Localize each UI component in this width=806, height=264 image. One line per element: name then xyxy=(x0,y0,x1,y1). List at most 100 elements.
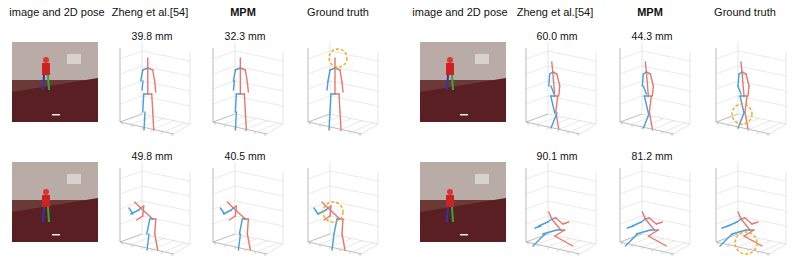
photo-marker xyxy=(52,234,60,236)
grid-line xyxy=(642,186,690,196)
photo-person-leg xyxy=(48,207,49,222)
grid-line xyxy=(738,162,739,234)
axis-tick xyxy=(340,250,341,252)
skeleton-bone xyxy=(334,68,335,94)
axis-line xyxy=(120,48,174,134)
skeleton-bone xyxy=(245,112,246,130)
grid-line xyxy=(526,96,548,104)
pose-plot xyxy=(213,162,283,256)
grid-line xyxy=(749,121,771,130)
photo-carpet xyxy=(420,198,506,242)
grid-line xyxy=(674,244,690,254)
axis-tick xyxy=(748,250,749,252)
axis-tick xyxy=(255,252,256,254)
grid-line xyxy=(664,123,686,132)
axis-tick xyxy=(568,252,569,254)
axis-line xyxy=(526,114,548,122)
axis-tick xyxy=(122,123,123,125)
highlight-circle xyxy=(735,232,757,254)
grid-line xyxy=(716,201,738,209)
grid-line xyxy=(570,243,592,252)
skeleton-bone xyxy=(738,113,744,128)
skeleton-bone xyxy=(143,206,144,216)
photo-person-body xyxy=(446,195,454,207)
skeleton-bone xyxy=(741,62,742,72)
skeleton-bone xyxy=(746,74,749,86)
grid-line xyxy=(526,66,548,74)
axis-tick xyxy=(360,134,361,136)
skeleton-bone xyxy=(648,236,666,246)
grid-line xyxy=(526,186,548,194)
grid-line xyxy=(770,124,786,134)
grid-line xyxy=(738,201,786,211)
grid-line xyxy=(548,51,596,61)
grid-line xyxy=(642,114,690,124)
grid-line xyxy=(246,121,268,130)
skeleton-bone xyxy=(240,58,241,68)
grid-line xyxy=(120,201,142,209)
skeleton-bone xyxy=(738,74,739,86)
skeleton-bone xyxy=(551,113,557,128)
skeleton-bone xyxy=(153,70,155,82)
axis-tick xyxy=(718,123,719,125)
axis-tick xyxy=(245,250,246,252)
grid-line xyxy=(786,172,787,244)
axis-tick xyxy=(152,130,153,132)
axis-tick xyxy=(122,243,123,245)
axis-tick xyxy=(528,243,529,245)
grid-line xyxy=(308,66,330,74)
grid-line xyxy=(642,51,690,61)
grid-line xyxy=(190,172,191,244)
photo-person-body xyxy=(446,63,454,75)
grid-line xyxy=(548,96,596,106)
grid-line xyxy=(142,66,190,76)
axis-tick xyxy=(350,132,351,134)
grid-line xyxy=(235,66,283,76)
skeleton-bone xyxy=(539,222,548,226)
grid-line xyxy=(653,121,675,130)
axis-tick xyxy=(768,134,769,136)
skeleton-bone xyxy=(642,74,643,86)
grid-line xyxy=(308,171,330,179)
skeleton-bone xyxy=(314,208,318,214)
grid-line xyxy=(738,51,786,61)
axis-tick xyxy=(235,247,236,249)
grid-line xyxy=(120,186,142,194)
grid-line xyxy=(378,172,379,244)
axis-tick xyxy=(152,250,153,252)
axis-tick xyxy=(330,247,331,249)
grid-line xyxy=(330,81,378,91)
grid-line xyxy=(142,238,164,246)
photo xyxy=(12,162,98,242)
skeleton-bone xyxy=(220,208,224,214)
grid-line xyxy=(142,51,190,61)
skeleton-bone xyxy=(142,81,143,90)
skeleton-bone xyxy=(238,234,240,250)
axis-tick xyxy=(162,132,163,134)
photo-person-head xyxy=(43,57,49,63)
grid-line xyxy=(224,236,246,244)
skeleton-bone xyxy=(147,68,148,94)
grid-line xyxy=(596,172,597,244)
grid-line xyxy=(690,172,691,244)
grid-line xyxy=(620,201,642,209)
skeleton-bone xyxy=(235,68,240,70)
grid-line xyxy=(330,42,331,114)
grid-line xyxy=(142,81,190,91)
axis-tick xyxy=(632,245,633,247)
grid-line xyxy=(120,96,142,104)
grid-line xyxy=(235,186,283,196)
grid-line xyxy=(526,51,548,59)
skeleton-bone xyxy=(652,86,653,96)
error-value: 60.0 mm xyxy=(537,30,578,43)
grid-line xyxy=(257,123,279,132)
skeleton-bone xyxy=(641,219,645,222)
axis-tick xyxy=(225,245,226,247)
grid-line xyxy=(526,81,548,89)
skeleton-bone xyxy=(555,236,573,246)
grid-line xyxy=(283,172,284,244)
grid-line xyxy=(596,52,597,124)
skeleton-bone xyxy=(563,222,569,224)
photo-background xyxy=(12,162,98,242)
skeleton-bone xyxy=(247,82,248,92)
